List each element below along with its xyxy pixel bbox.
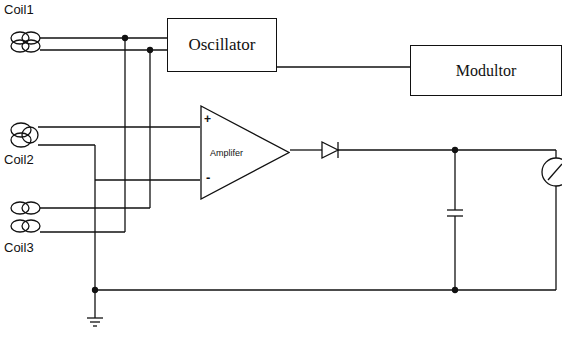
coil-label: Coil1 xyxy=(4,2,34,17)
ground-symbol xyxy=(87,318,103,326)
meter-symbol xyxy=(542,158,562,186)
coil-symbol xyxy=(11,32,40,52)
signal-wire xyxy=(277,67,410,68)
capacitor-symbol xyxy=(447,210,463,216)
coil-symbol xyxy=(11,123,38,147)
oscillator-box: Oscillator xyxy=(167,18,277,72)
coil-label: Coil2 xyxy=(4,152,34,167)
modulator-box: Modultor xyxy=(410,45,562,96)
node-text: Modultor xyxy=(456,62,516,80)
coil-label: Coil3 xyxy=(4,240,34,255)
node-text: Amplifer xyxy=(210,148,243,158)
coil-symbol xyxy=(11,202,40,232)
node-text: Oscillator xyxy=(188,35,255,55)
diode-symbol xyxy=(322,142,338,158)
pin-sign: + xyxy=(204,112,211,126)
amplifier-triangle: Amplifer xyxy=(200,105,290,200)
pin-sign: - xyxy=(206,170,210,185)
